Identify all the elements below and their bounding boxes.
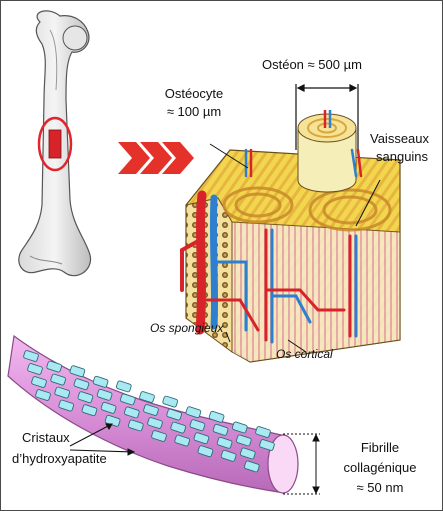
fibril-label-line1: Fibrille <box>326 440 434 456</box>
cortical-bone-label: Os cortical <box>276 346 333 362</box>
vessels-label-line1: Vaisseaux <box>370 131 429 147</box>
hydroxyapatite-crystal <box>162 396 178 408</box>
vessels-label-line2: sanguins <box>376 149 428 165</box>
osteocyte-label-line1: Ostéocyte <box>146 86 242 102</box>
hydroxyapatite-crystal <box>116 380 132 392</box>
osteon-label: Ostéon ≈ 500 µm <box>262 57 362 73</box>
chevron-arrow-icon <box>118 142 194 174</box>
osteon-cylinder <box>298 110 356 192</box>
fibril-label-line2: collagénique <box>326 460 434 476</box>
crystals-label-line1: Cristaux <box>22 430 70 446</box>
spongy-bone-label: Os spongieux <box>150 320 223 336</box>
fibril-label-line3: ≈ 50 nm <box>326 480 434 496</box>
osteocyte-label-line2: ≈ 100 µm <box>146 104 242 120</box>
crystals-label-line2: d’hydroxyapatite <box>12 451 107 467</box>
